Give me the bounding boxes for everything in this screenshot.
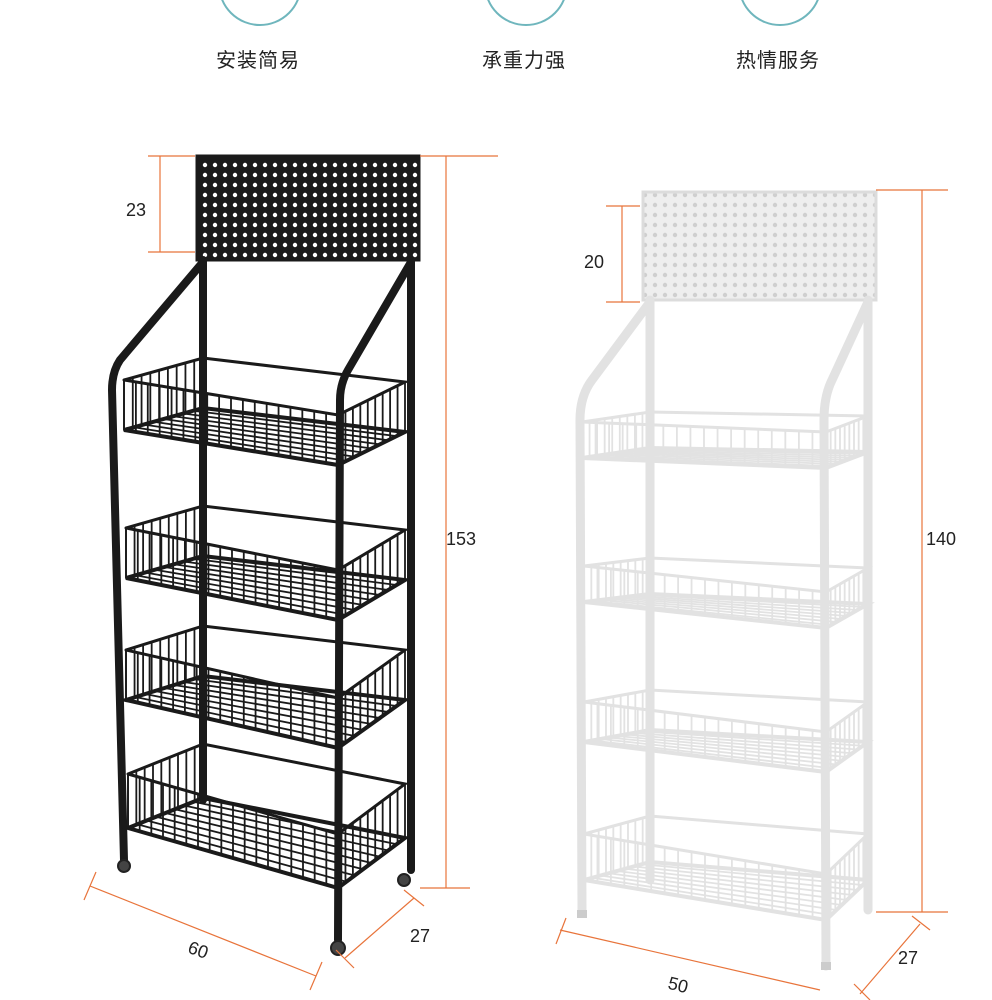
white-height-dim: 140 <box>926 529 957 549</box>
white-header-dim: 20 <box>584 252 605 272</box>
black-depth-dim: 27 <box>410 926 431 946</box>
feature-label: 承重力强 <box>482 48 566 72</box>
feature-label: 热情服务 <box>736 48 820 72</box>
black-height-dim: 153 <box>446 529 477 549</box>
white-depth-dim: 27 <box>898 948 919 968</box>
pegboard-header <box>195 154 421 262</box>
black-basket-shelf <box>118 624 411 751</box>
white-basket-shelf <box>582 688 874 775</box>
feature-label: 安装简易 <box>216 48 300 72</box>
black-rack <box>107 154 421 956</box>
black-basket-shelf <box>124 504 412 623</box>
white-basket-shelf <box>582 556 875 631</box>
white-basket-shelf <box>582 814 873 923</box>
pegboard-header <box>641 190 878 302</box>
dimension-lines <box>83 155 948 1000</box>
black-header-dim: 23 <box>126 200 147 220</box>
white-rack <box>575 190 878 971</box>
black-basket-shelf <box>121 742 410 891</box>
black-basket-shelf <box>122 356 412 468</box>
white-basket-shelf <box>580 410 869 471</box>
